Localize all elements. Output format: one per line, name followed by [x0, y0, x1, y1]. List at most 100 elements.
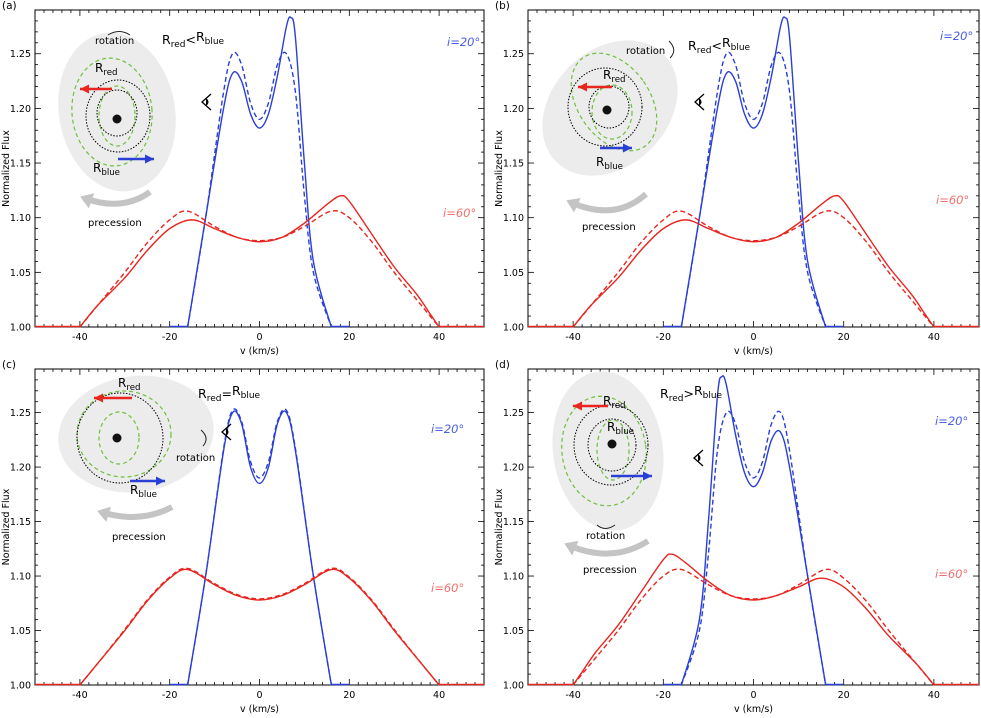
- y-tick-label: 1.05: [503, 268, 524, 279]
- arrow-rblue: [130, 476, 165, 486]
- series-red-solid: [79, 568, 440, 686]
- central-star: [607, 439, 617, 449]
- ring-inner: [587, 418, 637, 472]
- label-i60: i=60°: [935, 567, 968, 581]
- series-red-solid: [572, 194, 935, 328]
- label-precession: precession: [583, 565, 637, 576]
- orbit-inner-green: [98, 411, 140, 465]
- y-axis-label: Normalized Flux: [494, 130, 505, 207]
- orbit-inner-green: [596, 419, 630, 481]
- precession-arrowhead: [566, 197, 581, 213]
- label-precession: precession: [112, 532, 166, 543]
- central-star: [602, 105, 612, 115]
- y-tick-label: 1.20: [10, 463, 31, 474]
- series-red-solid: [79, 194, 440, 328]
- eye-pupil: [699, 98, 702, 106]
- observer-eye-icon: [201, 93, 212, 111]
- x-tick-label: 0: [256, 690, 262, 701]
- central-star: [112, 114, 122, 124]
- x-tick-label: -20: [656, 332, 672, 343]
- ring-inner: [96, 89, 138, 137]
- ring-inner: [588, 85, 630, 129]
- disk-shading: [58, 32, 176, 192]
- x-axis-label: v (km/s): [240, 346, 279, 357]
- label-rblue: Rblue: [596, 155, 623, 172]
- label-relation: Rred<Rblue: [688, 35, 751, 56]
- x-tick-label: 40: [928, 690, 940, 701]
- y-tick-label: 1.10: [503, 572, 524, 583]
- series-blue-solid: [680, 375, 827, 686]
- x-tick-label: 20: [838, 332, 850, 343]
- x-tick-label: -40: [72, 332, 88, 343]
- ring-outer: [85, 79, 151, 153]
- y-tick-label: 1.00: [10, 323, 31, 334]
- label-rotation: rotation: [626, 46, 665, 57]
- eye-pupil: [698, 454, 701, 462]
- y-tick-label: 1.20: [10, 104, 31, 115]
- y-tick-label: 1.15: [10, 159, 31, 170]
- label-rblue: Rblue: [130, 483, 157, 500]
- ring-inner: [76, 392, 164, 484]
- ring-outer: [573, 404, 649, 486]
- x-axis-label: v (km/s): [734, 704, 773, 715]
- x-axis-label: v (km/s): [734, 346, 773, 357]
- precession-arrow: [566, 191, 649, 214]
- arrow-rblue-head: [156, 476, 165, 486]
- panel-tag: (b): [495, 0, 510, 12]
- y-tick-label: 1.20: [503, 104, 524, 115]
- panel-tag: (c): [2, 359, 16, 371]
- arrow-rblue-head: [643, 471, 652, 481]
- orbit-outer-green: [71, 57, 153, 167]
- series-red-dashed: [572, 568, 935, 686]
- label-precession: precession: [582, 222, 636, 233]
- label-rblue: Rblue: [93, 161, 120, 178]
- observer-eye-icon: [694, 93, 705, 111]
- disk-shading: [58, 375, 214, 493]
- y-tick-label: 1.10: [503, 213, 524, 224]
- ring-outer: [567, 67, 643, 147]
- eye-outline: [221, 423, 232, 441]
- label-i60: i=60°: [443, 206, 476, 220]
- arrow-rblue-head: [623, 143, 632, 153]
- y-tick-label: 1.15: [10, 517, 31, 528]
- arrow-rred-head: [573, 401, 582, 411]
- precession-arc: [566, 538, 650, 557]
- eye-outline: [693, 449, 704, 467]
- x-tick-label: 0: [256, 332, 262, 343]
- observer-eye-icon: [221, 423, 232, 441]
- series-red-dashed: [572, 210, 935, 328]
- label-rred: Rred: [118, 376, 140, 393]
- y-tick-label: 1.05: [10, 626, 31, 637]
- y-tick-label: 1.25: [10, 49, 31, 60]
- y-tick-label: 1.20: [503, 463, 524, 474]
- series-red-dashed: [79, 567, 440, 686]
- series-blue-dashed: [680, 51, 827, 328]
- arrow-rblue: [118, 154, 154, 164]
- rotation-arc: [200, 429, 207, 447]
- y-tick-label: 1.00: [503, 323, 524, 334]
- precession-arrow: [80, 189, 152, 209]
- label-rblue: Rblue: [607, 420, 634, 437]
- label-rotation: rotation: [176, 453, 215, 464]
- x-tick-label: -40: [565, 332, 581, 343]
- x-tick-label: 40: [433, 332, 445, 343]
- x-tick-label: 20: [343, 690, 355, 701]
- label-rotation: rotation: [95, 36, 134, 47]
- y-tick-label: 1.05: [10, 268, 31, 279]
- y-axis-label: Normalized Flux: [494, 488, 505, 565]
- precession-arrow: [564, 538, 650, 557]
- series-blue-solid: [186, 16, 333, 328]
- eye-pupil: [206, 98, 209, 106]
- x-axis-label: v (km/s): [240, 704, 279, 715]
- arrow-rblue-head: [145, 154, 154, 164]
- arrow-rred-head: [80, 84, 89, 94]
- rotation-arc: [668, 40, 675, 59]
- y-tick-label: 1.25: [10, 408, 31, 419]
- eye-outline: [201, 93, 212, 111]
- y-tick-label: 1.15: [503, 159, 524, 170]
- precession-arrowhead: [97, 506, 111, 522]
